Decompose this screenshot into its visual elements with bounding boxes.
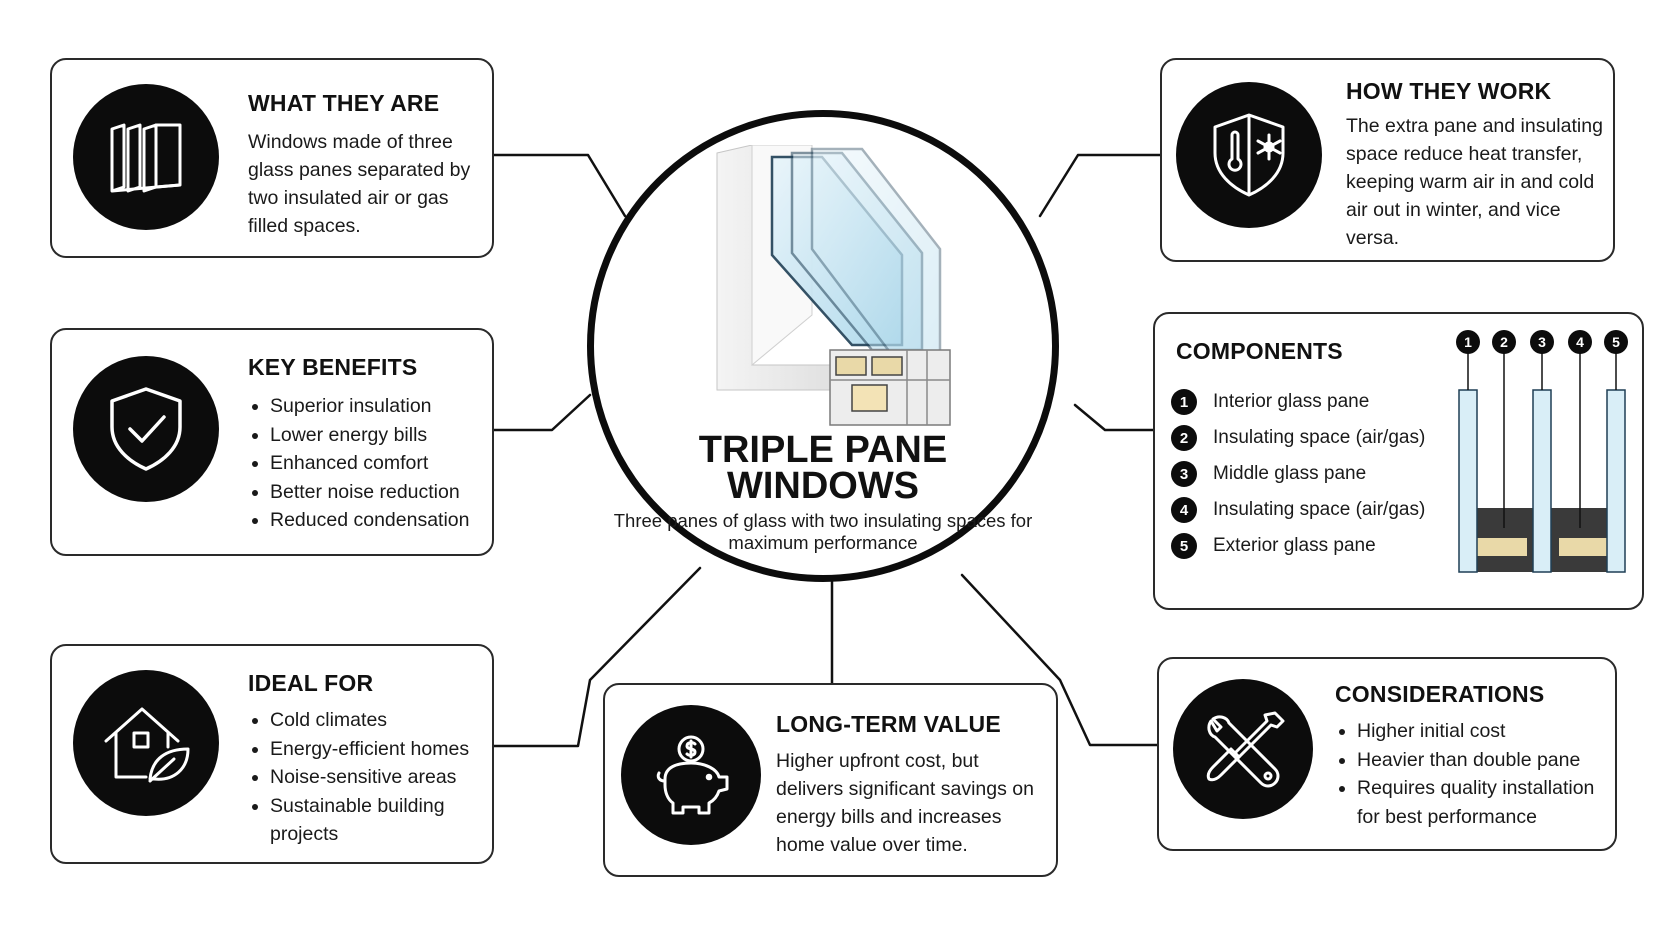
connector-considerations (960, 573, 1159, 747)
number-badge: 2 (1171, 425, 1197, 451)
window-panes-icon (110, 123, 182, 193)
connector-components (1073, 403, 1155, 432)
house-leaf-icon-circle (73, 670, 219, 816)
considerations-title: CONSIDERATIONS (1335, 681, 1545, 707)
ideal-for-title: IDEAL FOR (248, 670, 374, 696)
how-they-work-title: HOW THEY WORK (1346, 78, 1552, 104)
center-subtitle: Three panes of glass with two insulating… (613, 510, 1033, 553)
list-item: Noise-sensitive areas (270, 763, 500, 792)
list-item: Better noise reduction (270, 478, 500, 507)
pane-cross-section-diagram: 1 2 3 4 5 (1456, 330, 1628, 573)
diagram-marker-2: 2 (1500, 334, 1508, 350)
diagram-marker-1: 1 (1464, 334, 1472, 350)
list-item: Heavier than double pane (1357, 746, 1619, 775)
connector-what-they-are (492, 153, 627, 218)
ideal-for-card: IDEAL FOR Cold climates Energy-efficient… (50, 644, 494, 864)
number-badge: 1 (1171, 389, 1197, 415)
components-title: COMPONENTS (1176, 338, 1343, 364)
connector-ideal-for (492, 566, 702, 748)
long-term-value-title: LONG-TERM VALUE (776, 711, 1001, 737)
house-leaf-icon (104, 707, 190, 783)
long-term-value-card: LONG-TERM VALUE Higher upfront cost, but… (603, 683, 1058, 877)
list-item: Energy-efficient homes (270, 735, 500, 764)
window-cross-section-illustration (716, 145, 951, 426)
list-item: Enhanced comfort (270, 449, 500, 478)
diagram-marker-4: 4 (1576, 334, 1584, 350)
number-badge: 3 (1171, 461, 1197, 487)
window-panes-icon-circle (73, 84, 219, 230)
diagram-marker-5: 5 (1612, 334, 1620, 350)
center-title: TRIPLE PANE WINDOWS (587, 429, 1059, 507)
list-item: Reduced condensation (270, 506, 500, 535)
list-item: Requires quality installation for best p… (1357, 774, 1619, 831)
piggy-bank-icon-circle (621, 705, 761, 845)
what-they-are-text: Windows made of three glass panes separa… (248, 131, 471, 237)
long-term-value-text: Higher upfront cost, but delivers signif… (776, 750, 1034, 856)
key-benefits-list: Superior insulation Lower energy bills E… (250, 392, 500, 535)
list-item: Higher initial cost (1357, 717, 1619, 746)
shield-check-icon-circle (73, 356, 219, 502)
shield-thermometer-snowflake-icon (1213, 113, 1285, 197)
wrench-screwdriver-icon-circle (1173, 679, 1313, 819)
center-title-line1: TRIPLE PANE (698, 429, 948, 471)
considerations-list: Higher initial cost Heavier than double … (1337, 717, 1619, 831)
how-they-work-text: The extra pane and insulating space redu… (1346, 115, 1603, 249)
connector-how-they-work (1038, 153, 1162, 218)
connector-key-benefits (492, 393, 592, 432)
diagram-marker-3: 3 (1538, 334, 1546, 350)
wrench-screwdriver-icon (1206, 711, 1285, 788)
what-they-are-card: WHAT THEY ARE Windows made of three glas… (50, 58, 494, 258)
shield-check-icon (110, 387, 182, 471)
key-benefits-title: KEY BENEFITS (248, 354, 418, 380)
shield-thermometer-snowflake-icon-circle (1176, 82, 1322, 228)
list-item: Cold climates (270, 706, 500, 735)
list-item: Lower energy bills (270, 421, 500, 450)
list-item: Superior insulation (270, 392, 500, 421)
how-they-work-card: HOW THEY WORK The extra pane and insulat… (1160, 58, 1615, 262)
piggy-bank-icon (656, 735, 729, 815)
ideal-for-list: Cold climates Energy-efficient homes Noi… (250, 706, 500, 849)
list-item: Sustainable building projects (270, 792, 500, 849)
considerations-card: CONSIDERATIONS Higher initial cost Heavi… (1157, 657, 1617, 851)
what-they-are-title: WHAT THEY ARE (248, 90, 440, 116)
center-title-line2: WINDOWS (726, 465, 920, 507)
key-benefits-card: KEY BENEFITS Superior insulation Lower e… (50, 328, 494, 556)
number-badge: 4 (1171, 497, 1197, 523)
number-badge: 5 (1171, 533, 1197, 559)
